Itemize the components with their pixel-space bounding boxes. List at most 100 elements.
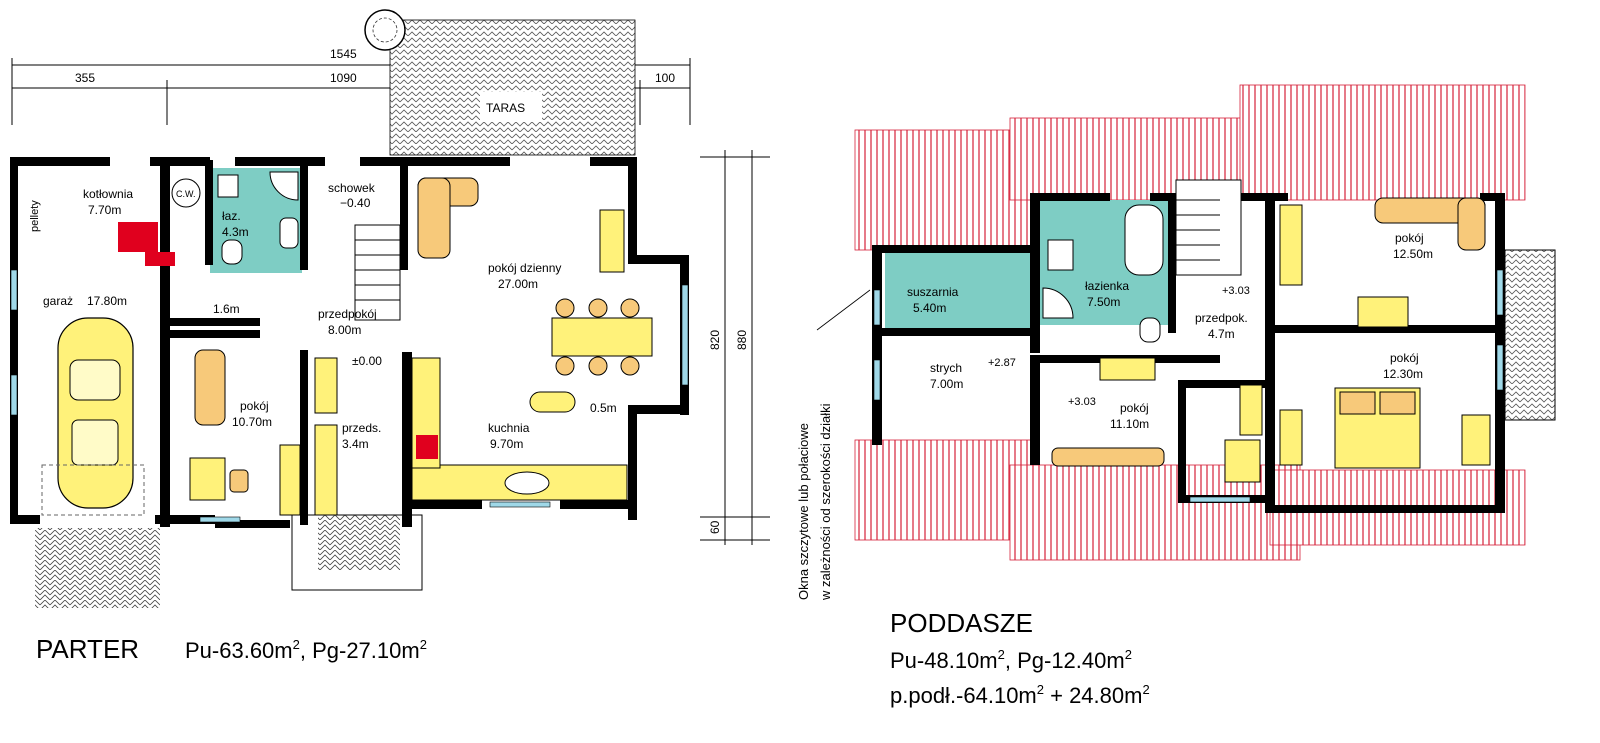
dim-right: 100 — [655, 71, 675, 85]
wardrobe-5 — [1099, 357, 1156, 381]
desk-3-icon — [1224, 439, 1261, 483]
pokoj3-name: pokój — [1120, 401, 1149, 415]
toilet-2-icon — [1139, 317, 1161, 343]
sofa-icon — [417, 177, 479, 259]
poddasze-ppodl: p.podł.-64.10m — [890, 683, 1037, 708]
poddasze-line1: Pu-48.10m2, Pg-12.40m2 — [890, 647, 1132, 673]
pokoj-area: 10.70m — [232, 415, 272, 429]
kitchen-sink-icon — [504, 471, 550, 495]
poddasze-pu: Pu-48.10m — [890, 648, 998, 673]
schowek-name: schowek — [328, 181, 376, 195]
poddasze-pg-sup: 2 — [1125, 647, 1132, 662]
tv-cabinet-icon — [599, 209, 625, 273]
dim-total: 1545 — [330, 47, 357, 61]
dim-v2: 880 — [735, 330, 749, 350]
terrace-label-bg — [480, 92, 542, 122]
shower-icon — [269, 171, 299, 201]
car-icon — [57, 317, 134, 509]
chair-icon — [229, 469, 249, 493]
cw-label: C.W. — [176, 189, 196, 199]
note-pointer — [816, 289, 871, 331]
dim-v3: 60 — [708, 520, 722, 534]
stairs-poddasze — [1175, 179, 1242, 276]
dim-v1: 820 — [708, 330, 722, 350]
wardrobe-4 — [1279, 409, 1303, 466]
shower-2-icon — [1042, 287, 1074, 319]
strych-area: 7.00m — [930, 377, 963, 391]
pokoj1-name: pokój — [1395, 231, 1424, 245]
poddasze-windows — [873, 269, 1504, 503]
dim-left: 355 — [75, 71, 95, 85]
sink-icon — [217, 174, 239, 198]
pellety-label: pellety — [29, 200, 41, 232]
vertical-note-2: w zależności od szerokości działki — [818, 403, 833, 601]
poddasze-pg: , Pg-12.40m — [1005, 648, 1125, 673]
wardrobe-3 — [1279, 204, 1303, 286]
lazienka-area: 7.50m — [1087, 295, 1120, 309]
toilet-icon — [221, 239, 243, 265]
wardrobe-6 — [1239, 384, 1263, 436]
boiler-icon — [118, 222, 158, 252]
parter-pg-sup: 2 — [420, 637, 427, 652]
suszarnia-fill — [885, 245, 1035, 328]
balcony — [1504, 249, 1556, 421]
parter-plan: 1545 355 1090 100 820 880 60 TARAS — [10, 9, 770, 664]
sofa-3-icon — [1051, 447, 1165, 467]
roof-hatching — [854, 84, 1526, 561]
washing-machine-icon — [1047, 239, 1074, 271]
przedpok-area: 4.7m — [1208, 327, 1235, 341]
kuchnia-name: kuchnia — [488, 421, 530, 435]
level-a: +3.03 — [1222, 285, 1250, 297]
washbasin-icon — [279, 217, 299, 249]
desk-2-icon — [1357, 296, 1409, 328]
poddasze-pu-sup: 2 — [998, 647, 1005, 662]
pokoj2-name: pokój — [1390, 351, 1419, 365]
tree-icon — [364, 9, 406, 51]
wardrobe-2 — [314, 424, 338, 516]
parter-pu-sup: 2 — [293, 637, 300, 652]
parter-areas: Pu-63.60m2, Pg-27.10m2 — [185, 637, 427, 663]
przeds-area: 3.4m — [342, 437, 369, 451]
dzienny-area: 27.00m — [498, 277, 538, 291]
przedpok-name: przedpok. — [1195, 311, 1248, 325]
przedpokoj-name: przedpokój — [318, 307, 377, 321]
wardrobe-1 — [314, 357, 338, 414]
przedpokoj-area: 8.00m — [328, 323, 361, 337]
hall-area: 1.6m — [213, 302, 240, 316]
lazienka-name: łazienka — [1085, 279, 1129, 293]
laz-area: 4.3m — [222, 225, 249, 239]
garaz-area: 17.80m — [87, 294, 127, 308]
pokoj3-area: 11.10m — [1110, 417, 1149, 431]
driveway — [35, 528, 160, 608]
parter-pg: , Pg-27.10m — [300, 638, 420, 663]
garaz-name: garaż — [43, 294, 73, 308]
kitchen-island — [529, 391, 576, 413]
kotlownia-area: 7.70m — [88, 203, 121, 217]
tree-crown-icon — [372, 17, 398, 43]
double-bed-icon — [1334, 387, 1421, 469]
desk-icon — [189, 457, 226, 501]
suszarnia-name: suszarnia — [907, 285, 959, 299]
strych-name: strych — [930, 361, 962, 375]
poddasze-plus-sup: 2 — [1142, 682, 1149, 697]
level-b: +2.87 — [988, 357, 1016, 369]
schowek-level: −0.40 — [340, 196, 371, 210]
suszarnia-area: 5.40m — [913, 301, 946, 315]
taras-label: TARAS — [486, 101, 525, 115]
garage-door-outline — [41, 464, 145, 516]
terrace-paving — [389, 19, 636, 156]
przeds-name: przeds. — [342, 421, 381, 435]
pokoj-name: pokój — [240, 399, 269, 413]
sofa-2-icon — [1374, 197, 1486, 251]
level-c: +3.03 — [1068, 396, 1096, 408]
bathtub-icon — [1124, 204, 1164, 276]
dresser-icon — [1461, 414, 1491, 466]
spacer — [90, 275, 140, 280]
poddasze-line2: p.podł.-64.10m2 + 24.80m2 — [890, 682, 1150, 708]
poddasze-plan: suszarnia 5.40m łazienka 7.50m pokój 12.… — [796, 84, 1556, 708]
poddasze-ppodl-sup: 2 — [1037, 682, 1044, 697]
water-heater-icon — [171, 178, 201, 208]
poddasze-plus: + 24.80m — [1044, 683, 1142, 708]
dzienny-name: pokój dzienny — [488, 261, 561, 275]
poddasze-title: PODDASZE — [890, 608, 1033, 638]
